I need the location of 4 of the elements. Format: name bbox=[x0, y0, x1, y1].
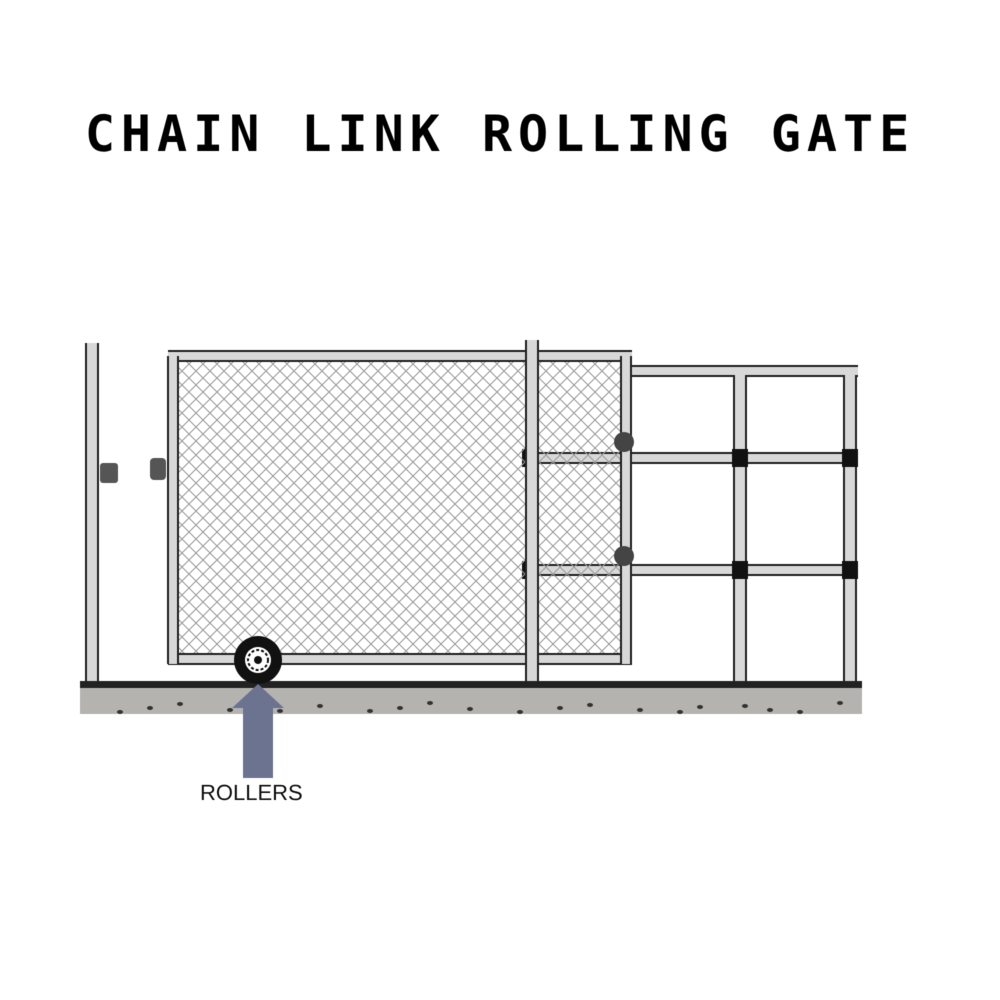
roller-wheel bbox=[234, 636, 282, 684]
callout-label: ROLLERS bbox=[200, 780, 303, 806]
page-title: CHAIN LINK ROLLING GATE bbox=[84, 105, 916, 163]
arrow bbox=[232, 684, 284, 778]
